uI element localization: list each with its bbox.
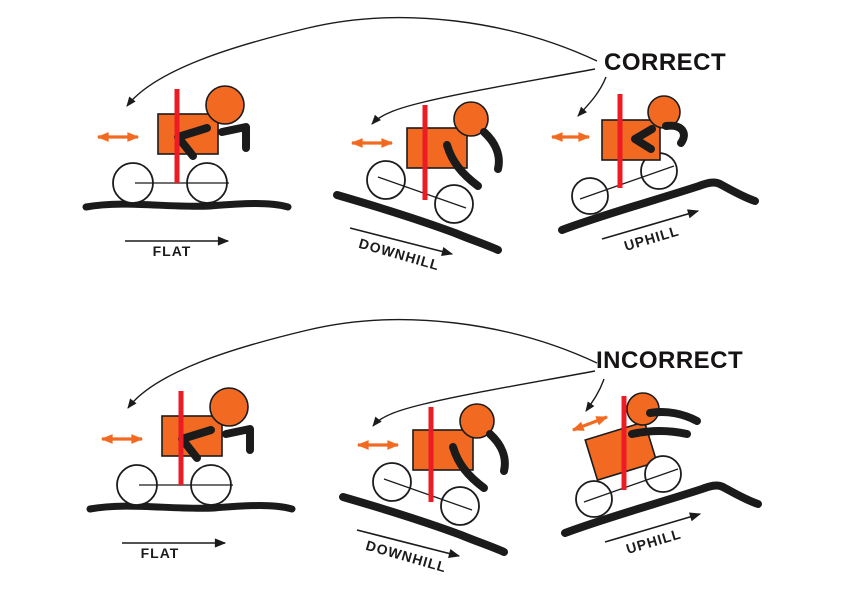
uphill-incorrect-weight-shift-arrow [571, 415, 609, 432]
downhill-incorrect-rider-limb-2 [486, 430, 509, 475]
downhill-correct-axle-line [377, 176, 467, 209]
uphill-incorrect-axle-line [583, 468, 679, 503]
downhill-correct-rider-limb-2 [480, 128, 503, 173]
uphill-correct-rider-limb-1 [631, 125, 656, 153]
downhill-incorrect-direction-arrow [356, 529, 461, 558]
guide-arrow-to-downhill-incorrect [372, 370, 596, 427]
uphill-incorrect-terrain-line [561, 481, 762, 537]
correct-label: CORRECT [604, 49, 727, 76]
flat-incorrect-rider-limb-2 [222, 425, 254, 454]
downhill-correct-rider-head [453, 101, 489, 137]
downhill-correct-rider-limb-1 [443, 141, 482, 190]
uphill-correct-terrain-label: UPHILL [622, 223, 681, 254]
flat-incorrect-terrain-label: FLAT [141, 545, 180, 561]
flat-correct-terrain-label: FLAT [153, 243, 192, 259]
uphill-correct-rider-limb-2 [662, 121, 688, 147]
downhill-correct-terrain-line [333, 191, 502, 254]
guide-arrow-to-downhill-correct [371, 68, 596, 125]
guide-arrow-to-uphill-incorrect [585, 378, 605, 412]
flat-incorrect-rider-head [209, 387, 249, 427]
uphill-correct-terrain-line [558, 178, 759, 234]
flat-correct-terrain-line [82, 200, 292, 211]
flat-correct-rider-limb-2 [218, 123, 250, 152]
uphill-incorrect-rider-limb-2 [628, 427, 691, 438]
uphill-incorrect-direction-arrow [604, 512, 702, 543]
flat-correct-rider-head [205, 85, 245, 125]
uphill-correct-direction-arrow [601, 209, 700, 240]
uphill-incorrect-terrain-label: UPHILL [624, 526, 683, 557]
flat-incorrect-terrain-line [86, 502, 296, 513]
downhill-incorrect-axle-line [383, 478, 473, 511]
downhill-incorrect-terrain-line [339, 493, 508, 556]
downhill-correct-direction-arrow [349, 227, 454, 256]
uphill-incorrect-rider-limb-1 [646, 408, 701, 425]
downhill-incorrect-rider-head [459, 403, 495, 439]
guide-arrow-to-flat-incorrect [127, 318, 598, 409]
guide-arrow-to-uphill-correct [577, 76, 607, 117]
downhill-incorrect-rider-limb-1 [449, 443, 488, 492]
guide-arrow-to-flat-correct [126, 16, 598, 107]
incorrect-label: INCORRECT [596, 347, 744, 374]
uphill-correct-axle-line [579, 165, 675, 200]
